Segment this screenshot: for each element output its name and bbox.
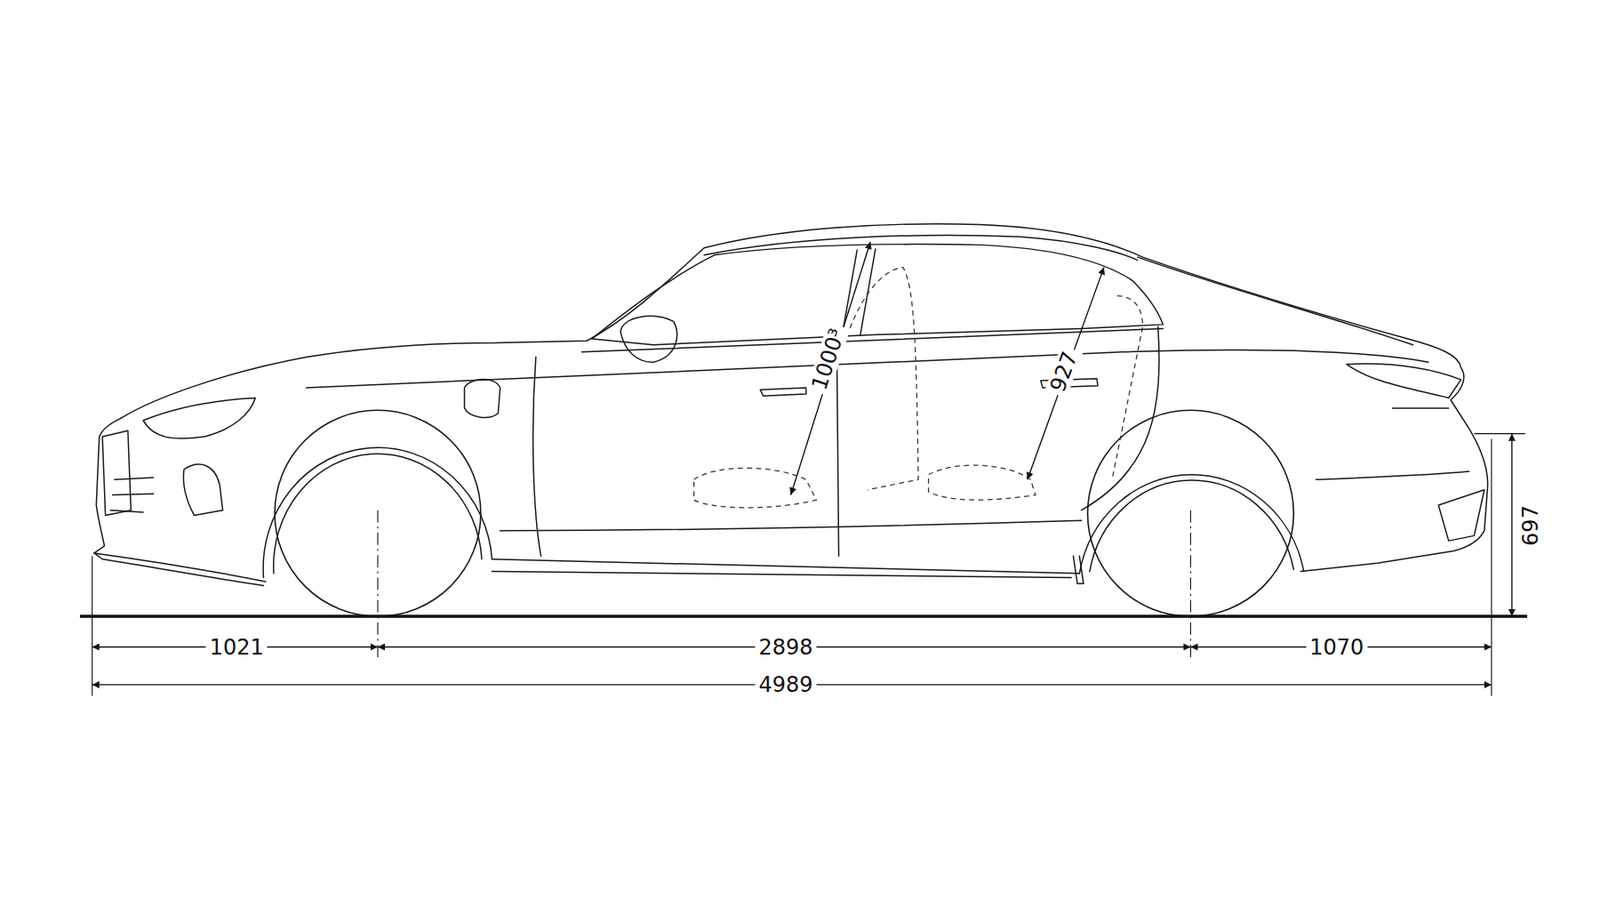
extension-line	[1490, 438, 1492, 696]
car-body	[94, 552, 264, 586]
car-body	[581, 328, 1163, 352]
wheel	[274, 409, 1294, 616]
dimension-value: 1021	[206, 635, 268, 659]
car-body	[704, 235, 1138, 261]
car-body	[491, 559, 1080, 574]
car-body	[760, 387, 807, 396]
car-body	[464, 379, 501, 418]
car-body	[94, 417, 266, 582]
extension-line	[1473, 432, 1525, 434]
dimension-line	[791, 241, 871, 496]
car-body	[110, 477, 153, 512]
car-body	[533, 357, 542, 557]
car-body	[120, 224, 1488, 572]
extension-line	[92, 433, 1526, 696]
car-body	[1089, 480, 1294, 572]
dimension-value: 4989	[754, 672, 816, 696]
car-body	[500, 520, 1082, 530]
car-body	[620, 315, 678, 362]
dimension-value: 1070	[1305, 635, 1368, 659]
dimension-value: 927	[1045, 344, 1084, 399]
axle-centerline	[376, 510, 378, 658]
car-body	[1137, 256, 1414, 345]
car-body	[1438, 489, 1485, 541]
extension-line	[91, 555, 93, 696]
car-body	[1316, 471, 1470, 480]
car-body	[102, 430, 131, 515]
car-body	[860, 248, 876, 336]
dimension-line	[1027, 267, 1104, 480]
dimension-line	[1511, 433, 1512, 616]
car-body	[1073, 555, 1084, 584]
seat-outline	[847, 267, 919, 490]
seat-outline	[694, 267, 1144, 508]
dimension-value: 2898	[754, 635, 816, 659]
axle-centerline	[1190, 510, 1192, 658]
car-body	[143, 397, 256, 439]
car-body	[94, 224, 1488, 586]
seat-outline	[928, 464, 1036, 500]
car-body	[592, 244, 1164, 345]
car-body	[1079, 474, 1304, 574]
car-body	[183, 464, 223, 515]
dimension-line	[92, 241, 1512, 685]
car-body	[1346, 363, 1462, 398]
car-body	[306, 350, 1429, 388]
car-body	[1392, 407, 1449, 408]
dimension-value: 1000³	[806, 322, 850, 397]
seat-outline	[1112, 296, 1143, 480]
axle-centerline	[377, 510, 1191, 658]
dimension-value: 697	[1519, 501, 1543, 550]
car-body	[491, 571, 1072, 578]
ground-line	[80, 614, 1528, 617]
car-body	[1081, 326, 1160, 511]
